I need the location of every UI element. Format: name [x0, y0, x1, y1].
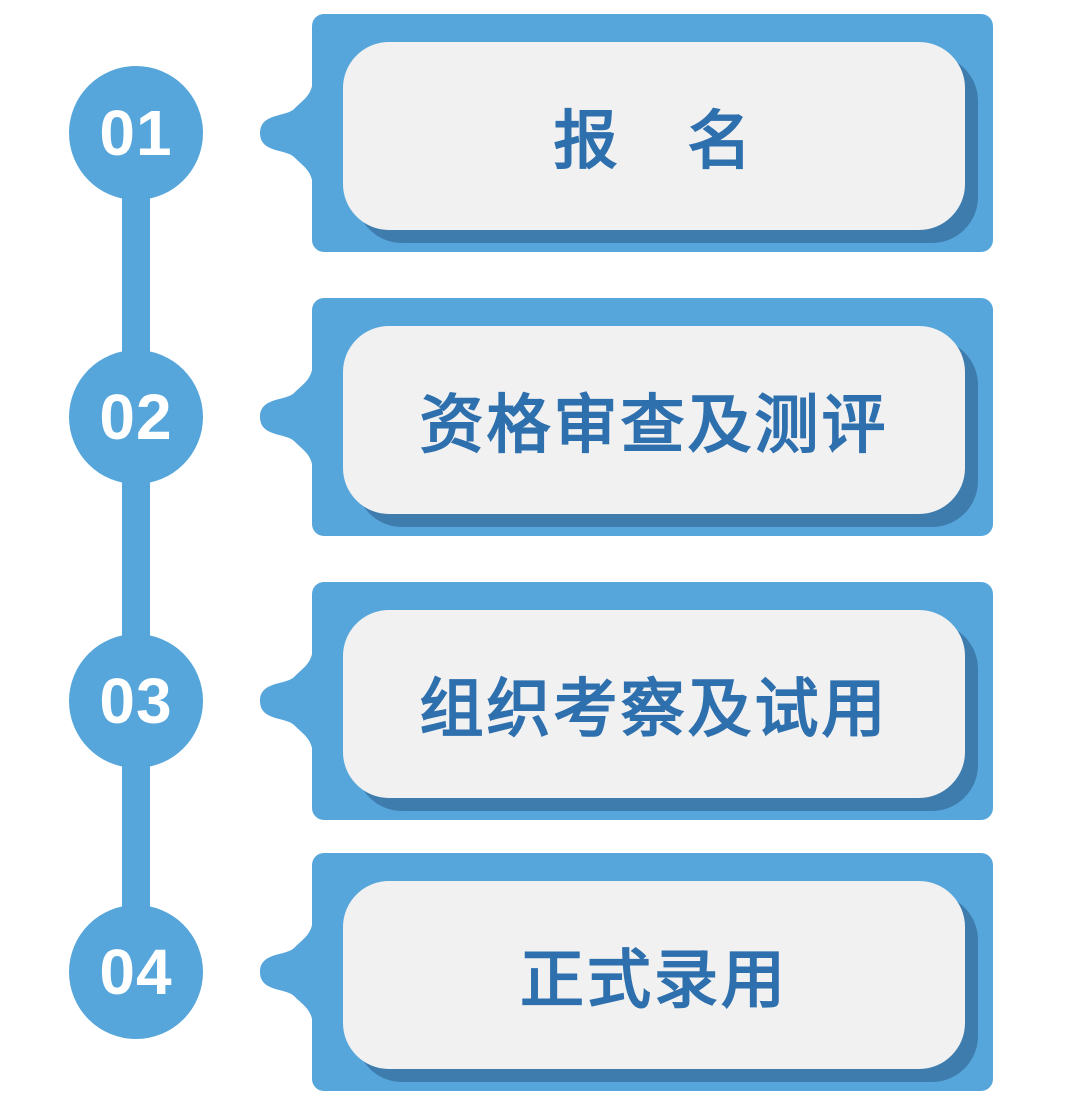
- step-tab-bump-icon: [260, 645, 313, 757]
- step-label: 正式录用: [520, 944, 788, 1016]
- process-step-1: 01 报 名: [0, 14, 1080, 252]
- timeline-connector-line: [122, 133, 150, 975]
- process-step-3: 03 组织考察及试用: [0, 582, 1080, 820]
- step-number-badge: 01: [69, 66, 203, 200]
- process-step-2: 02 资格审查及测评: [0, 298, 1080, 536]
- step-tab-bump-icon: [260, 77, 313, 189]
- step-label-panel: 组织考察及试用: [343, 610, 965, 798]
- step-label-panel: 资格审查及测评: [343, 326, 965, 514]
- step-box: 组织考察及试用: [312, 582, 993, 820]
- process-step-4: 04 正式录用: [0, 853, 1080, 1091]
- step-label: 报 名: [553, 105, 755, 177]
- step-label: 资格审查及测评: [419, 389, 889, 461]
- step-label-panel: 正式录用: [343, 881, 965, 1069]
- step-number-badge: 03: [69, 634, 203, 768]
- step-tab-bump-icon: [260, 361, 313, 473]
- step-label: 组织考察及试用: [419, 673, 889, 745]
- step-number-badge: 04: [69, 905, 203, 1039]
- step-box: 资格审查及测评: [312, 298, 993, 536]
- step-label-panel: 报 名: [343, 42, 965, 230]
- step-number-badge: 02: [69, 350, 203, 484]
- step-tab-bump-icon: [260, 916, 313, 1028]
- step-box: 报 名: [312, 14, 993, 252]
- step-box: 正式录用: [312, 853, 993, 1091]
